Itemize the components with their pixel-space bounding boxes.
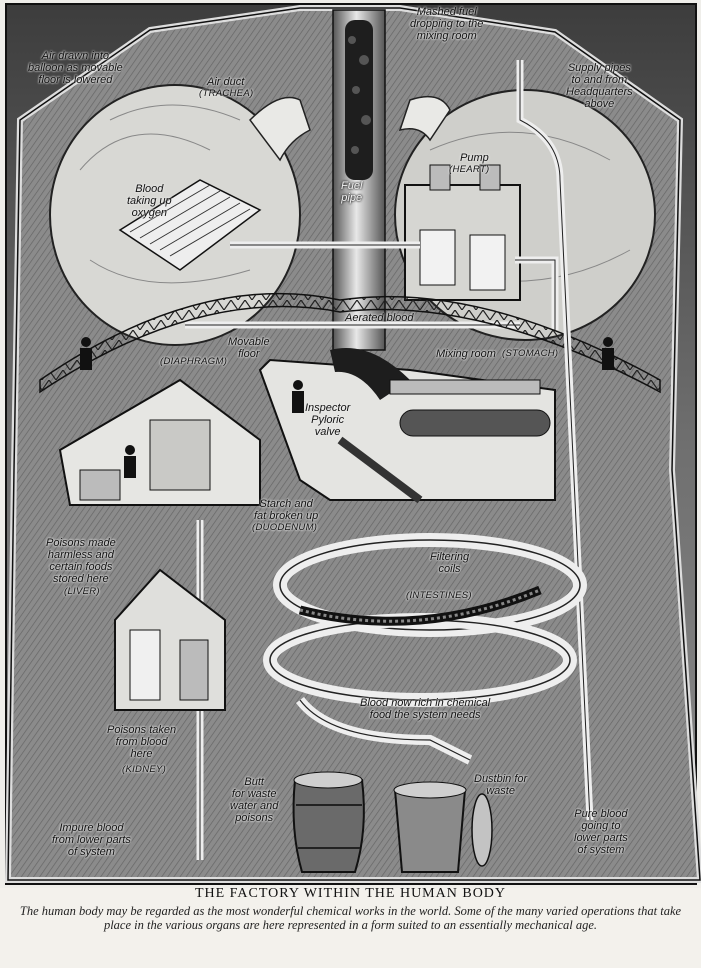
stomach-mixing-room — [258, 348, 556, 504]
label-diaphragm: (DIAPHRAGM) — [160, 356, 228, 367]
factory-illustration — [4, 3, 701, 885]
label-aerated-blood: Aerated blood — [345, 312, 414, 324]
label-fuel-pipe: Fuel pipe — [341, 180, 363, 204]
liver-plant — [58, 378, 261, 506]
label-poisons-taken: Poisons taken from blood here — [107, 724, 177, 760]
kidney-plant — [114, 568, 226, 711]
heart-pump — [404, 164, 521, 301]
waste-butt-barrel — [292, 771, 365, 873]
label-supply-pipes: Supply pipes to and from Headquarters ab… — [566, 62, 633, 110]
label-pump: Pump — [460, 152, 489, 164]
label-blood-oxygen: Blood taking up oxygen — [127, 183, 172, 219]
workers — [80, 337, 614, 478]
label-air-drawn: Air drawn into balloon as movable floor … — [28, 50, 123, 86]
label-pure-blood: Pure blood going to lower parts of syste… — [574, 808, 628, 856]
caption-block: THE FACTORY WITHIN THE HUMAN BODY The hu… — [0, 886, 701, 932]
label-impure-blood: Impure blood from lower parts of system — [52, 822, 131, 858]
label-blood-rich: Blood now rich in chemical food the syst… — [360, 697, 491, 721]
label-trachea: (TRACHEA) — [199, 88, 254, 99]
label-filtering: Filtering coils — [430, 551, 470, 575]
label-stomach: (STOMACH) — [502, 348, 559, 359]
label-starch-fat: Starch and fat broken up — [254, 498, 319, 522]
label-mixing-room: Mixing room — [436, 348, 496, 360]
label-butt: Butt for waste water and poisons — [230, 776, 279, 824]
oxygen-rack — [118, 179, 262, 271]
label-duodenum: (DUODENUM) — [252, 522, 318, 533]
label-air-duct: Air duct — [207, 76, 245, 88]
label-mashed-fuel: Mashed fuel dropping to the mixing room — [410, 6, 484, 42]
label-heart: (HEART) — [449, 164, 490, 175]
label-liver: (LIVER) — [64, 586, 100, 597]
label-inspector: Inspector Pyloric valve — [305, 402, 351, 438]
intestine-coils — [263, 533, 587, 765]
label-kidney: (KIDNEY) — [122, 764, 167, 775]
label-dustbin: Dustbin for waste — [474, 773, 528, 797]
caption-text: The human body may be regarded as the mo… — [19, 904, 682, 932]
diaphragm-floor — [39, 292, 661, 394]
air-duct-trachea — [249, 96, 311, 162]
dustbin — [393, 781, 493, 873]
label-movable-floor: Movable floor — [228, 336, 270, 360]
caption-title: THE FACTORY WITHIN THE HUMAN BODY — [194, 886, 507, 901]
label-intestines: (INTESTINES) — [406, 590, 472, 601]
label-poisons-harmless: Poisons made harmless and certain foods … — [46, 537, 116, 585]
